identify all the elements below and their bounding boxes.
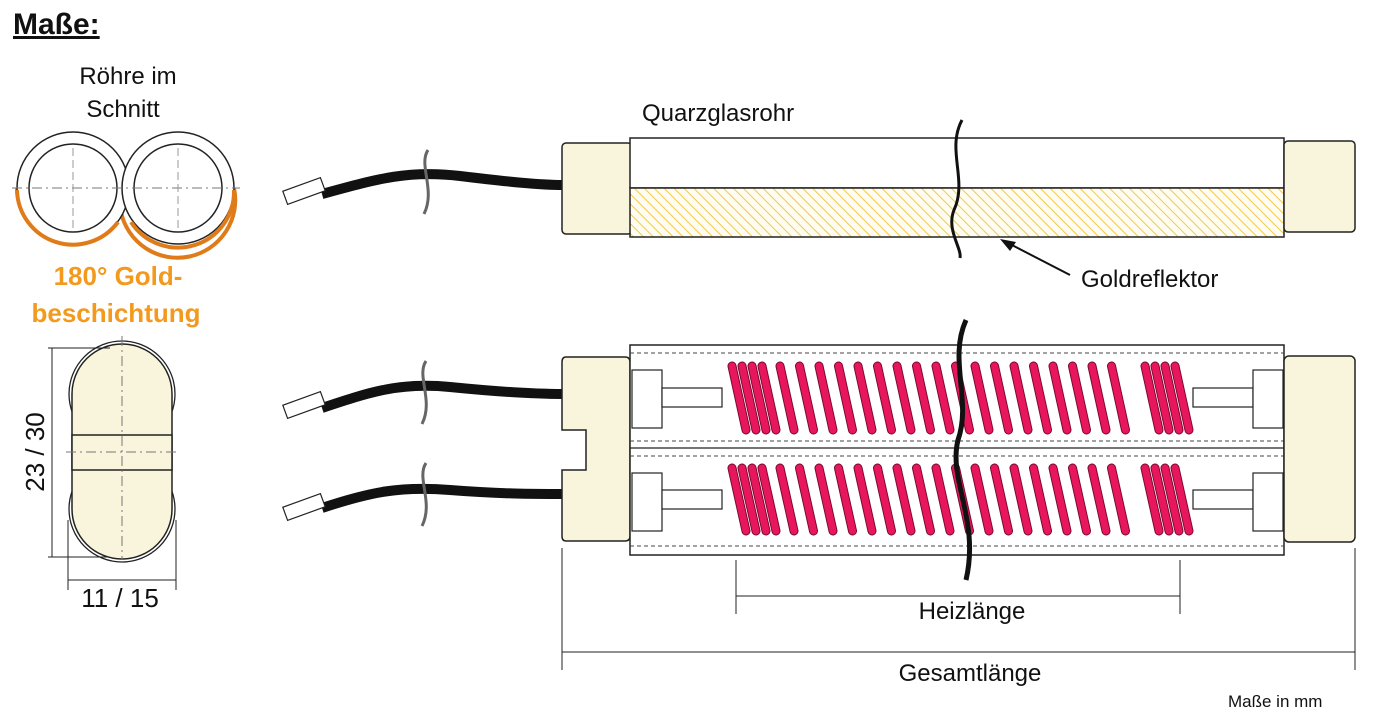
coil-winding bbox=[1151, 362, 1173, 434]
coil-winding bbox=[835, 464, 856, 535]
height-dimension-label: 23 / 30 bbox=[20, 412, 50, 492]
coil-winding bbox=[758, 362, 780, 434]
width-dimension-label: 11 / 15 bbox=[81, 583, 159, 613]
coil-winding bbox=[1141, 464, 1163, 535]
coil-winding bbox=[1171, 362, 1193, 434]
coil-winding bbox=[874, 362, 895, 434]
coil-winding bbox=[991, 464, 1012, 535]
coil-winding bbox=[1088, 464, 1110, 535]
coil-winding bbox=[796, 464, 817, 535]
coil-winding bbox=[1141, 362, 1163, 434]
coating-label-line2: beschichtung bbox=[31, 298, 200, 328]
cross-section-drawing bbox=[12, 131, 240, 260]
coil-winding bbox=[776, 464, 798, 535]
coil-winding bbox=[1108, 362, 1129, 434]
coil-winding bbox=[913, 464, 934, 535]
coil-winding bbox=[1010, 362, 1032, 434]
coil-winding bbox=[854, 362, 876, 434]
coil-winding bbox=[1030, 464, 1051, 535]
quartz-tube-label: Quarzglasrohr bbox=[642, 100, 794, 127]
coil-winding bbox=[991, 362, 1012, 434]
coating-label-line1: 180° Gold- bbox=[54, 261, 183, 291]
coil-winding bbox=[874, 464, 895, 535]
coil-winding bbox=[1161, 362, 1183, 434]
coil-winding bbox=[758, 464, 780, 535]
heating-length-label: Heizlänge bbox=[919, 598, 1026, 625]
top-tube-drawing bbox=[282, 119, 1356, 276]
coil-winding bbox=[815, 464, 837, 535]
coil-winding bbox=[1049, 362, 1071, 434]
coil-winding bbox=[1030, 362, 1051, 434]
coil-winding bbox=[835, 362, 856, 434]
coil-winding bbox=[1049, 464, 1071, 535]
cross-section-label-line2: Schnitt bbox=[86, 96, 160, 123]
cross-section-label-line1: Röhre im bbox=[79, 63, 176, 90]
coil-winding bbox=[1069, 464, 1090, 535]
coil-winding bbox=[748, 362, 770, 434]
end-view-drawing bbox=[48, 336, 178, 590]
coil-winding bbox=[738, 362, 760, 434]
coil-winding bbox=[796, 362, 817, 434]
coil-winding bbox=[728, 362, 750, 434]
bottom-tube-drawing bbox=[282, 318, 1356, 670]
coil-winding bbox=[971, 464, 993, 535]
coil-winding bbox=[1088, 362, 1110, 434]
coil-winding bbox=[1171, 464, 1193, 535]
coil-winding bbox=[748, 464, 770, 535]
coil-winding bbox=[1010, 464, 1032, 535]
total-length-label: Gesamtlänge bbox=[899, 660, 1042, 687]
coil-winding bbox=[971, 362, 993, 434]
page-title: Maße: bbox=[13, 8, 100, 41]
gold-reflector-label: Goldreflektor bbox=[1081, 266, 1218, 293]
coil-winding bbox=[728, 464, 750, 535]
coil-winding bbox=[893, 464, 915, 535]
coil-winding bbox=[1151, 464, 1173, 535]
coil-winding bbox=[893, 362, 915, 434]
units-note: Maße in mm bbox=[1228, 692, 1322, 711]
coil-winding bbox=[932, 362, 954, 434]
coil-winding bbox=[1161, 464, 1183, 535]
coil-winding bbox=[913, 362, 934, 434]
coil-winding bbox=[932, 464, 954, 535]
coil-winding bbox=[1069, 362, 1090, 434]
coil-winding bbox=[815, 362, 837, 434]
coil-winding bbox=[1108, 464, 1129, 535]
coil-winding bbox=[738, 464, 760, 535]
coil-winding bbox=[854, 464, 876, 535]
coil-winding bbox=[776, 362, 798, 434]
